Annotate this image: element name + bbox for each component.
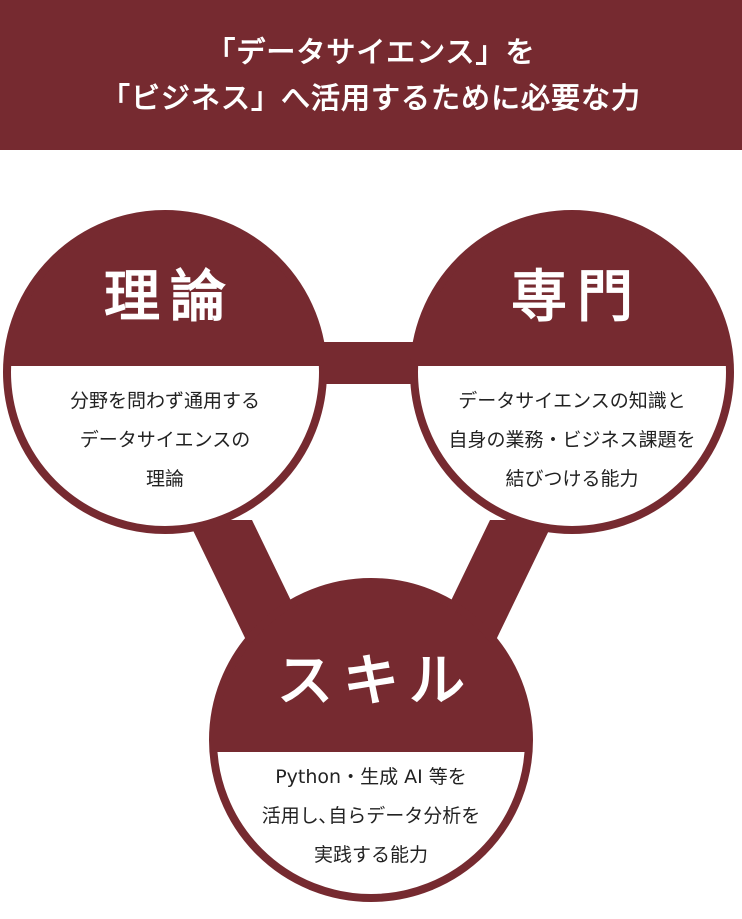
theory-desc-line-2: データサイエンスの (79, 429, 251, 451)
skill-title: スキル (277, 649, 475, 714)
expertise-desc-line-3: 結びつける能力 (505, 468, 639, 490)
expertise-desc-line-1: データサイエンスの知識と (458, 390, 686, 412)
theory-desc-line-1: 分野を問わず通用する (69, 390, 260, 412)
skill-desc-line-3: 実践する能力 (313, 844, 428, 866)
expertise-description: データサイエンスの知識と 自身の業務・ビジネス課題を 結びつける能力 (427, 382, 717, 499)
skill-desc-line-2: 活用し､自らデータ分析を (261, 805, 481, 827)
header-line-1: 「データサイエンス」を (206, 35, 536, 69)
expertise-desc-line-2: 自身の業務・ビジネス課題を (448, 429, 696, 451)
header-band (0, 0, 742, 150)
header: 「データサイエンス」を 「ビジネス」へ活用するために必要な力 (0, 0, 742, 150)
skill-desc-line-1: Python・生成 AI 等を (275, 766, 467, 788)
theory-title: 理論 (104, 265, 236, 330)
skill-description: Python・生成 AI 等を 活用し､自らデータ分析を 実践する能力 (226, 758, 516, 875)
theory-description: 分野を問わず通用する データサイエンスの 理論 (25, 382, 305, 499)
circle-expertise (410, 210, 734, 534)
header-line-2: 「ビジネス」へ活用するために必要な力 (100, 81, 641, 115)
expertise-title: 専門 (511, 265, 643, 330)
theory-desc-line-3: 理論 (145, 468, 184, 490)
